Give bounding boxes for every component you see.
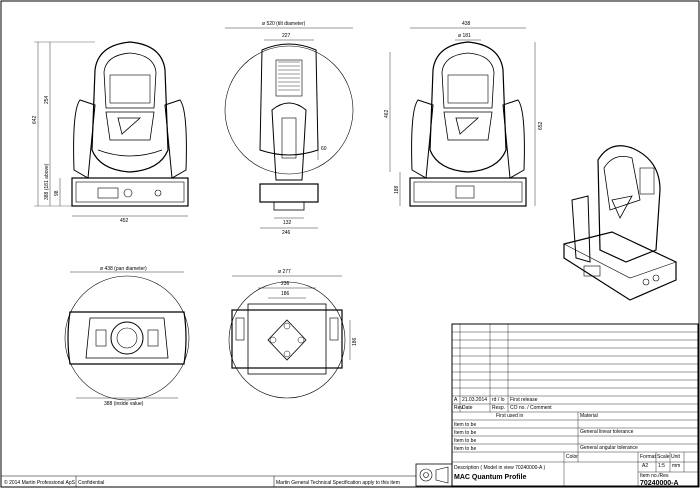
side-base-dim: 132 — [283, 220, 292, 226]
top-inner-dim: 236 — [281, 281, 290, 287]
spec-note-text: Martin General Technical Specification a… — [276, 480, 400, 486]
side-tilt-dim: 60 — [321, 146, 327, 152]
rev-text: First release — [510, 397, 538, 403]
rev-letter: A — [454, 397, 458, 403]
footer: © 2014 Martin Professional ApS Confident… — [1, 475, 416, 487]
front-lower-dim: 388 (181 above) — [44, 163, 50, 200]
unit-value: mm — [672, 463, 680, 469]
top-diam-dim: ø 277 — [278, 269, 291, 275]
copyright-text: © 2014 Martin Professional ApS — [4, 479, 76, 486]
rear-lower-dim: 188 — [394, 185, 400, 194]
material-label: Material — [580, 413, 598, 419]
rear-small-dim: ø 181 — [458, 33, 471, 39]
item-no-value: 70240000-A — [640, 480, 679, 487]
front-base-dim: 98 — [54, 190, 60, 196]
description-value: MAC Quantum Profile — [454, 474, 526, 481]
rear-view: 438 ø 181 462 652 188 — [384, 21, 544, 207]
item-to-be-4: Item to be — [454, 446, 476, 452]
rev-initials: rd / lo — [492, 397, 505, 403]
resp-header: Resp. — [492, 405, 505, 411]
top-small-dim: 186 — [281, 291, 290, 297]
item-to-be-1: Item to be — [454, 422, 476, 428]
linear-tolerance-label: General linear tolerance — [580, 429, 634, 435]
title-block: A 21.03.2014 rd / lo First release Rev. … — [451, 323, 699, 487]
bottom-view: ø 438 (pan diameter) 388 (inside value) — [64, 266, 190, 407]
rear-height-dim: 462 — [384, 109, 390, 118]
side-head-dim: 227 — [282, 33, 291, 39]
color-label: Color — [566, 454, 578, 460]
top-view: ø 277 236 186 186 — [228, 269, 358, 399]
rear-total-dim: 652 — [538, 121, 544, 130]
front-view: 642 254 388 (181 above) 98 452 — [32, 41, 189, 224]
unit-label: Unit — [671, 454, 681, 460]
description-label: Description ( Model in view 70240000-A ) — [454, 465, 545, 471]
isometric-view — [563, 145, 677, 301]
side-base-total-dim: 246 — [282, 230, 291, 236]
co-header: CO no. / Comment — [510, 405, 552, 411]
format-label: Format — [640, 454, 656, 460]
front-height-dim: 642 — [32, 115, 38, 124]
front-width-dim: 452 — [120, 218, 129, 224]
bottom-pan-dim: ø 438 (pan diameter) — [100, 266, 147, 272]
side-swing-dim: ø 520 (tilt diameter) — [262, 21, 306, 27]
confidential-text: Confidential — [78, 480, 104, 486]
format-value: A2 — [642, 463, 648, 469]
date-header: Date — [462, 405, 473, 411]
scale-value: 1:5 — [658, 463, 665, 469]
side-view: ø 520 (tilt diameter) 227 60 132 246 — [224, 21, 354, 236]
item-to-be-3: Item to be — [454, 438, 476, 444]
angular-tolerance-label: General angular tolerance — [580, 445, 638, 451]
first-used-label: First used in — [496, 413, 523, 419]
item-to-be-2: Item to be — [454, 430, 476, 436]
scale-label: Scale — [657, 454, 670, 460]
rear-top-dim: 438 — [462, 21, 471, 27]
item-no-label: Item no./Rev. — [640, 473, 669, 479]
bottom-clear-dim: 388 (inside value) — [104, 401, 144, 407]
rev-header: Rev. — [454, 405, 464, 411]
top-side-dim: 186 — [352, 337, 358, 346]
front-upper-dim: 254 — [44, 95, 50, 104]
rev-date: 21.03.2014 — [462, 397, 487, 403]
projection-symbol-icon — [415, 463, 453, 487]
